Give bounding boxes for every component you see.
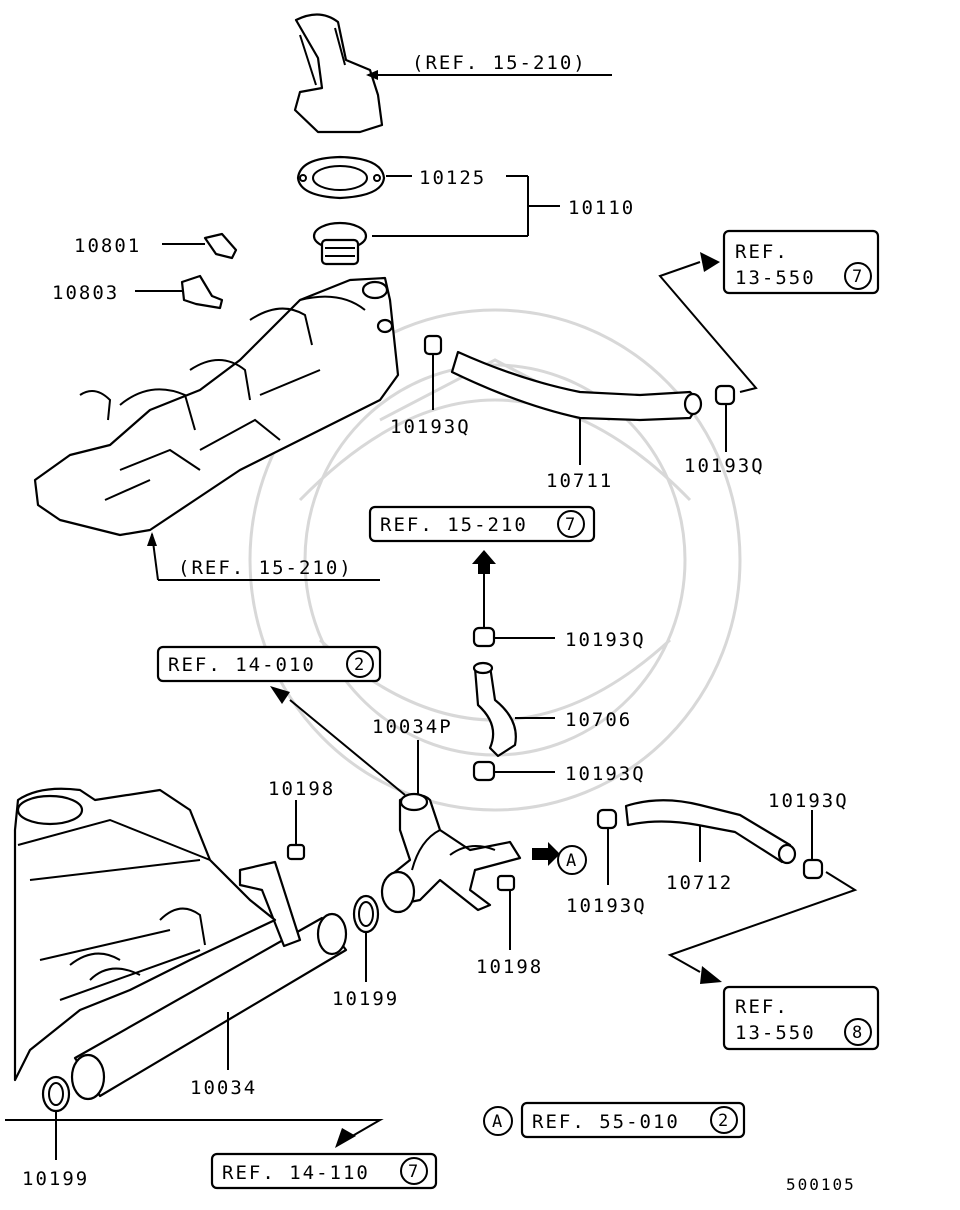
ref-circle bbox=[844, 1018, 872, 1046]
part-number-10193q-e[interactable]: 10193Q bbox=[566, 895, 647, 917]
part-number-10193q-c[interactable]: 10193Q bbox=[565, 629, 646, 651]
ref-box-14-110-7[interactable] bbox=[210, 1152, 438, 1190]
part-number-10803[interactable]: 10803 bbox=[52, 282, 119, 304]
o-ring-10199-b bbox=[41, 1075, 71, 1113]
part-number-10193q-a[interactable]: 10193Q bbox=[390, 416, 471, 438]
o-ring-10199-a bbox=[352, 894, 380, 934]
leader-line bbox=[658, 261, 758, 393]
part-number-10193q-b[interactable]: 10193Q bbox=[684, 455, 765, 477]
part-number-10034[interactable]: 10034 bbox=[190, 1077, 257, 1099]
leader-line bbox=[5, 1119, 384, 1143]
marker-circle-a-ref bbox=[483, 1106, 513, 1136]
ref-14-010-2-text: REF. 14-010 bbox=[168, 654, 316, 676]
hose-10706 bbox=[472, 661, 517, 758]
ref-box-13-550-7[interactable] bbox=[722, 229, 880, 295]
arrow-head bbox=[366, 70, 378, 80]
arrow-up bbox=[472, 550, 496, 574]
part-number-10193q-f[interactable]: 10193Q bbox=[768, 790, 849, 812]
part-number-10199-a[interactable]: 10199 bbox=[332, 988, 399, 1010]
sensor-10803 bbox=[180, 274, 224, 310]
leader-line bbox=[289, 699, 406, 796]
ref-circle bbox=[346, 650, 374, 678]
arrow-head bbox=[147, 532, 157, 546]
clamp-10193q-c bbox=[472, 626, 496, 648]
part-number-10034p[interactable]: 10034P bbox=[372, 716, 453, 738]
part-number-10125[interactable]: 10125 bbox=[419, 167, 486, 189]
clamp-10193q-f bbox=[802, 858, 824, 880]
clamp-10193q-d bbox=[472, 760, 496, 782]
part-number-10199-b[interactable]: 10199 bbox=[22, 1168, 89, 1190]
part-number-10801[interactable]: 10801 bbox=[74, 235, 141, 257]
part-number-10711[interactable]: 10711 bbox=[546, 470, 613, 492]
gasket-part bbox=[296, 155, 386, 200]
ref-13-550-7-line1: REF. bbox=[735, 241, 789, 263]
arrow-head bbox=[270, 686, 290, 704]
sensor-10801 bbox=[203, 232, 238, 260]
ref-55-010-2-text: REF. 55-010 bbox=[532, 1111, 680, 1133]
arrow-head bbox=[700, 252, 720, 272]
thermostat-part bbox=[312, 221, 368, 266]
marker-circle-a bbox=[557, 845, 587, 875]
ref-14-010-2-num: 2 bbox=[354, 655, 364, 675]
diagram-code: 500105 bbox=[786, 1175, 856, 1194]
clamp-10193q-a bbox=[423, 334, 443, 356]
ref-circle bbox=[400, 1157, 428, 1185]
marker-a-ref-letter: A bbox=[492, 1112, 502, 1132]
marker-a-arrow-letter: A bbox=[566, 851, 576, 871]
arrow-to-a bbox=[532, 842, 560, 866]
ref-label-15-210-top[interactable]: (REF. 15-210) bbox=[412, 52, 587, 74]
ref-box-14-010-2[interactable] bbox=[156, 645, 382, 683]
ref-14-110-7-num: 7 bbox=[408, 1162, 418, 1182]
ref-15-210-7-text: REF. 15-210 bbox=[380, 514, 528, 536]
part-number-10193q-d[interactable]: 10193Q bbox=[565, 763, 646, 785]
intake-manifold bbox=[33, 276, 400, 537]
water-outlet-10034p bbox=[380, 792, 522, 914]
part-number-10110[interactable]: 10110 bbox=[568, 197, 635, 219]
ref-13-550-8-line2: 13-550 bbox=[735, 1022, 816, 1044]
ref-15-210-7-num: 7 bbox=[565, 515, 575, 535]
cylinder-head bbox=[13, 787, 277, 1082]
ref-box-13-550-8[interactable] bbox=[722, 985, 880, 1051]
ref-box-15-210-7[interactable] bbox=[368, 505, 596, 543]
arrow-head bbox=[700, 966, 722, 984]
part-number-10712[interactable]: 10712 bbox=[666, 872, 733, 894]
hose-10711 bbox=[450, 350, 703, 422]
ref-circle bbox=[710, 1106, 738, 1134]
ref-box-55-010-2[interactable] bbox=[520, 1101, 746, 1139]
part-number-10198-a[interactable]: 10198 bbox=[268, 778, 335, 800]
part-number-10706[interactable]: 10706 bbox=[565, 709, 632, 731]
ref-circle bbox=[844, 262, 872, 290]
hose-10712 bbox=[624, 799, 797, 865]
ref-55-010-2-num: 2 bbox=[718, 1111, 728, 1131]
ref-13-550-8-num: 8 bbox=[852, 1023, 862, 1043]
bolt-10198-b bbox=[496, 874, 516, 892]
ref-13-550-7-num: 7 bbox=[852, 267, 862, 287]
leader-line bbox=[667, 871, 858, 973]
ref-14-110-7-text: REF. 14-110 bbox=[222, 1162, 370, 1184]
ref-13-550-7-line2: 13-550 bbox=[735, 267, 816, 289]
water-pipe-10034 bbox=[70, 860, 348, 1101]
clamp-10193q-e bbox=[596, 808, 618, 830]
thermostat-housing bbox=[293, 13, 384, 134]
part-number-10198-b[interactable]: 10198 bbox=[476, 956, 543, 978]
ref-13-550-8-line1: REF. bbox=[735, 996, 789, 1018]
arrow-head bbox=[335, 1128, 356, 1148]
bolt-10198-a bbox=[286, 843, 306, 861]
clamp-10193q-b bbox=[714, 384, 736, 406]
ref-label-15-210-left[interactable]: (REF. 15-210) bbox=[178, 557, 353, 579]
ref-circle bbox=[557, 510, 585, 538]
